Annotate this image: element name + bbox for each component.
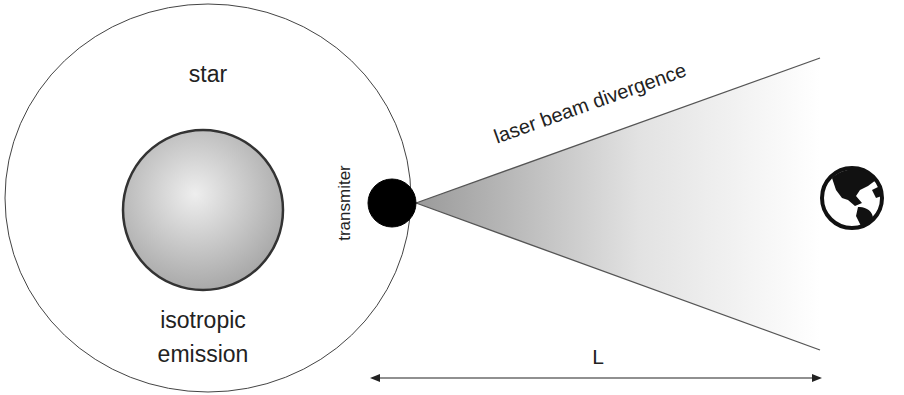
transmitter-label: transmiter bbox=[335, 165, 355, 241]
star-label: star bbox=[189, 61, 227, 88]
earth-icon bbox=[822, 168, 882, 236]
beam-edge bbox=[416, 203, 820, 350]
distance-label: L bbox=[592, 345, 604, 369]
beam-edge bbox=[416, 58, 820, 203]
laser-beam bbox=[416, 58, 820, 350]
distance-arrow bbox=[370, 374, 822, 382]
emission-label: isotropic emission bbox=[138, 303, 268, 371]
transmitter-circle: transmiter bbox=[330, 150, 420, 256]
